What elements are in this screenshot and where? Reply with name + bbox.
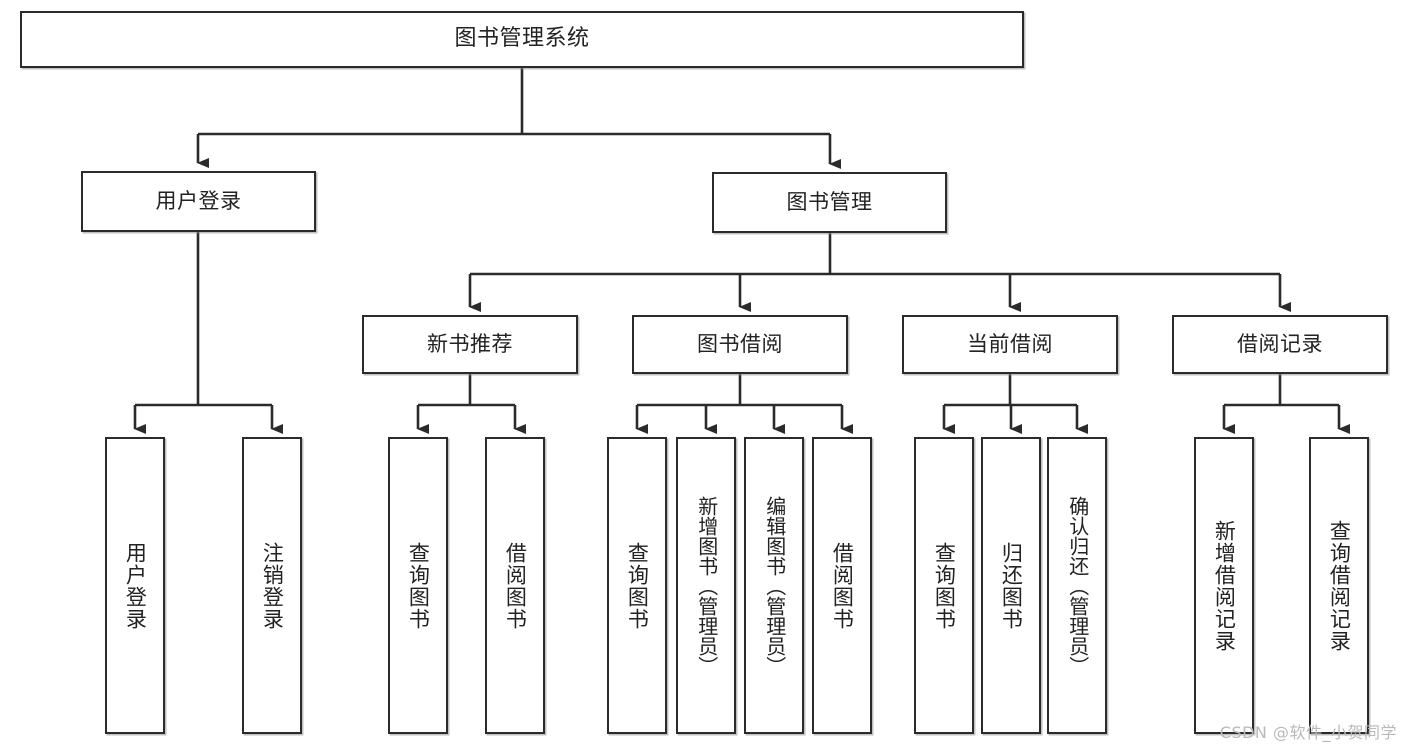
leaf-query-book-current[interactable]: 查询图书 bbox=[914, 437, 974, 734]
node-label: 确认归还（管理员） bbox=[1065, 495, 1090, 676]
leaf-add-book-admin[interactable]: 新增图书（管理员） bbox=[676, 437, 736, 734]
node-label: 图书管理系统 bbox=[454, 26, 590, 52]
leaf-return-book[interactable]: 归还图书 bbox=[981, 437, 1041, 734]
leaf-confirm-return-admin[interactable]: 确认归还（管理员） bbox=[1047, 437, 1107, 734]
node-label: 用户登录 bbox=[155, 188, 242, 213]
watermark-text: CSDN @软件_小贺同学 bbox=[1219, 723, 1397, 742]
node-label: 查询图书 bbox=[406, 541, 431, 630]
node-label: 借阅记录 bbox=[1237, 331, 1323, 356]
node-label: 新增图书（管理员） bbox=[694, 495, 719, 676]
node-label: 图书借阅 bbox=[697, 331, 783, 356]
node-new-book-recommend[interactable]: 新书推荐 bbox=[362, 315, 578, 374]
node-book-borrow[interactable]: 图书借阅 bbox=[632, 315, 848, 374]
node-user-login[interactable]: 用户登录 bbox=[81, 171, 316, 232]
node-book-management[interactable]: 图书管理 bbox=[712, 172, 947, 233]
node-label: 查询借阅记录 bbox=[1327, 519, 1352, 652]
leaf-add-borrow-record[interactable]: 新增借阅记录 bbox=[1194, 437, 1254, 734]
node-label: 查询图书 bbox=[932, 541, 957, 630]
node-label: 归还图书 bbox=[999, 541, 1024, 630]
leaf-borrow-book-newbook[interactable]: 借阅图书 bbox=[485, 437, 545, 734]
node-label: 借阅图书 bbox=[830, 541, 855, 630]
leaf-query-book-borrow[interactable]: 查询图书 bbox=[607, 437, 667, 734]
leaf-edit-book-admin[interactable]: 编辑图书（管理员） bbox=[744, 437, 804, 734]
node-label: 查询图书 bbox=[625, 541, 650, 630]
leaf-query-book-newbook[interactable]: 查询图书 bbox=[388, 437, 448, 734]
leaf-logout[interactable]: 注销登录 bbox=[242, 437, 302, 734]
node-label: 借阅图书 bbox=[503, 541, 528, 630]
node-label: 新增借阅记录 bbox=[1212, 519, 1237, 652]
leaf-user-login[interactable]: 用户登录 bbox=[105, 437, 165, 734]
node-label: 编辑图书（管理员） bbox=[762, 495, 787, 676]
leaf-query-borrow-record[interactable]: 查询借阅记录 bbox=[1309, 437, 1369, 734]
node-label: 用户登录 bbox=[123, 541, 148, 630]
node-current-borrow[interactable]: 当前借阅 bbox=[902, 315, 1118, 374]
node-root-book-management-system[interactable]: 图书管理系统 bbox=[20, 11, 1024, 68]
node-label: 新书推荐 bbox=[427, 331, 513, 356]
node-label: 当前借阅 bbox=[967, 331, 1053, 356]
leaf-lend-book[interactable]: 借阅图书 bbox=[812, 437, 872, 734]
node-label: 图书管理 bbox=[786, 189, 873, 214]
node-label: 注销登录 bbox=[260, 541, 285, 630]
node-borrow-record[interactable]: 借阅记录 bbox=[1172, 315, 1388, 374]
